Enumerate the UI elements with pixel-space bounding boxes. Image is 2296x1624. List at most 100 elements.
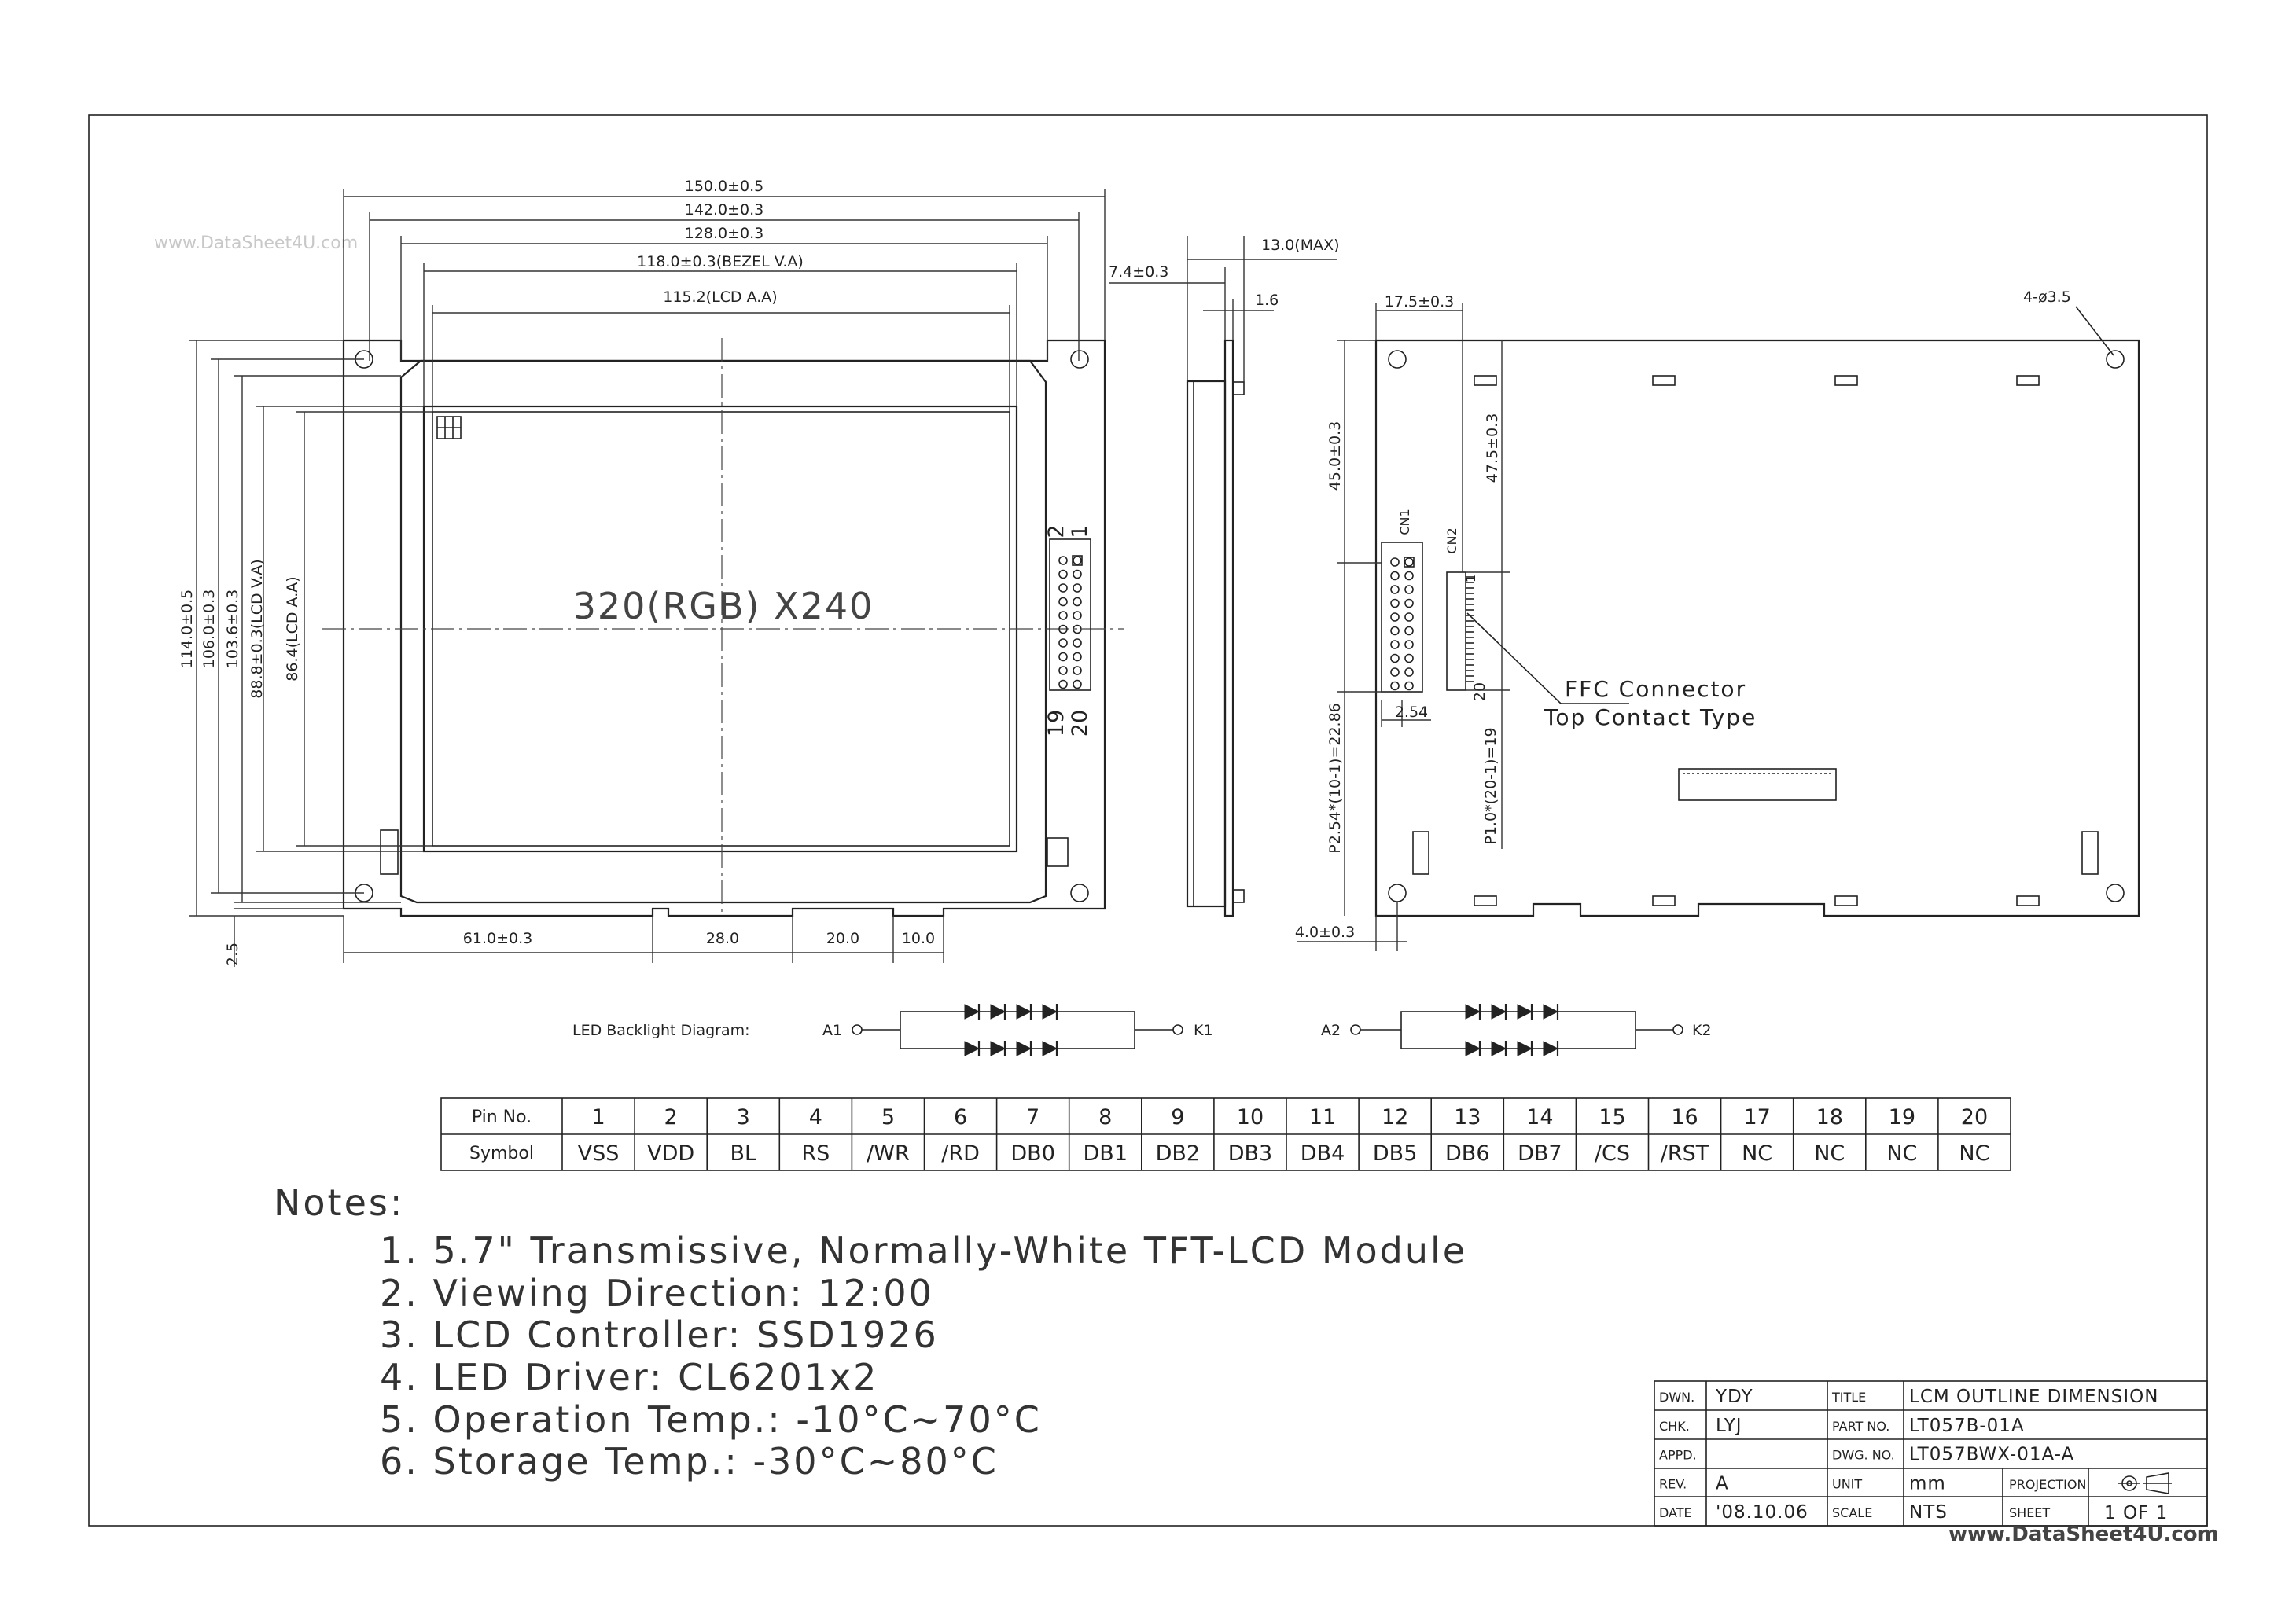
front-pin-square [1072,555,1083,566]
pin-symbol: /RST [1661,1141,1709,1166]
dim-10: 10.0 [902,930,935,947]
pin-symbol: /WR [867,1141,910,1166]
cn1-pin [1404,557,1414,567]
dim-128: 128.0±0.3 [685,225,764,242]
pin-symbol: RS [801,1141,830,1166]
title-block-grid [1654,1381,2207,1526]
dim-47-5: 47.5±0.3 [1484,413,1501,483]
led-diode [964,1041,981,1056]
sheet-value: 1 OF 1 [2104,1503,2168,1523]
cn1-pin [1404,640,1414,649]
led-k1: K1 [1194,1022,1213,1039]
dim-20: 20.0 [826,930,859,947]
tb-key-left: APPD. [1659,1448,1697,1463]
conn-pin-1: 1 [1068,524,1092,538]
led-diode [1491,1041,1507,1056]
dim-p1-0: P1.0*(20-1)=19 [1482,727,1499,844]
cn1-pin [1404,681,1414,691]
cn1-pin [1404,585,1414,594]
pin-symbol: /RD [941,1141,980,1166]
led-diode [964,1004,981,1020]
pin-number: 11 [1309,1105,1336,1130]
front-pin [1058,666,1068,675]
back-hole-bl [1388,884,1407,902]
cn2-connector [1446,571,1466,691]
pin-symbol: BL [730,1141,756,1166]
front-pin [1058,556,1068,565]
pin-number: 2 [664,1105,678,1130]
cn1-pin [1390,612,1400,622]
pin-number: 10 [1237,1105,1264,1130]
front-pin [1073,597,1082,607]
pin-header-label: Pin No. [472,1108,532,1127]
conn-pin-20: 20 [1068,710,1092,737]
tb-value-left: '08.10.06 [1716,1502,1808,1523]
pin-number: 19 [1889,1105,1915,1130]
cn2-pin-20: 20 [1471,682,1488,701]
led-diode [1543,1004,1559,1020]
dim-2-54: 2.54 [1395,704,1428,721]
front-pin [1073,569,1082,579]
note-3: 3. LCD Controller: SSD1926 [380,1314,939,1356]
pin-symbol: DB3 [1228,1141,1273,1166]
pin-number: 15 [1599,1105,1625,1130]
watermark-bottom: www.DataSheet4U.com [1948,1523,2219,1546]
tb-value-left: YDY [1715,1387,1753,1407]
ffc-label-1: FFC Connector [1565,676,1746,702]
note-6: 6. Storage Temp.: -30°C~80°C [380,1440,999,1483]
conn-pin-19: 19 [1044,710,1069,737]
dim-45: 45.0±0.3 [1326,421,1344,491]
tb-key-left: REV. [1659,1476,1687,1491]
cn2-pin-1: 1 [1463,575,1478,582]
front-dims-left [189,340,432,967]
cn1-pin [1390,667,1400,677]
tb-key-right: UNIT [1832,1476,1862,1491]
drawing-frame [88,114,2208,1527]
pin-table: Pin No. Symbol 1VSS2VDD3BL4RS5/WR6/RD7DB… [440,1097,2011,1171]
back-dims [1297,303,1510,951]
dim-13max: 13.0(MAX) [1261,237,1340,254]
back-pcb-outline [1374,339,2140,917]
pin-symbol: DB6 [1445,1141,1490,1166]
cn1-pin [1404,653,1414,663]
front-connector [1049,538,1091,691]
cn1-pin [1390,585,1400,594]
holes-leader [2075,306,2114,356]
front-tab-left [380,829,399,875]
led-k2: K2 [1692,1022,1712,1039]
front-pcb-outline [342,339,1106,917]
conn-pin-2: 2 [1044,524,1069,538]
pin-symbol: DB0 [1010,1141,1055,1166]
back-view: CN1 CN2 1 20 FFC Connector Top Contact T… [1295,288,2140,951]
pin-symbol: DB4 [1301,1141,1345,1166]
pin-symbol: NC [1886,1141,1917,1166]
cn2-pins [1466,576,1474,682]
back-rect-right [2081,831,2099,875]
front-pin [1058,652,1068,662]
cn1-pin [1390,571,1400,581]
dim-61: 61.0±0.3 [463,930,532,947]
led-left-diodes [964,1004,1058,1056]
dim-103: 103.6±0.3 [224,590,241,669]
led-a2: A2 [1321,1022,1341,1039]
front-pin [1058,583,1068,593]
led-diode [1543,1041,1559,1056]
side-dims [1109,236,1337,382]
dim-7-4: 7.4±0.3 [1109,263,1168,281]
cn1-label: CN1 [1397,509,1412,535]
front-pin [1058,679,1068,689]
back-hole-tl [1388,350,1407,369]
symbol-header-label: Symbol [469,1144,534,1163]
pin-symbol: DB1 [1084,1141,1128,1166]
led-diode [990,1004,1006,1020]
front-pin [1073,624,1082,634]
front-pin [1058,597,1068,607]
pin-number: 5 [881,1105,895,1130]
dim-86: 86.4(LCD A.A) [284,576,301,681]
pin-symbol: NC [1742,1141,1772,1166]
pin-symbol: DB7 [1518,1141,1562,1166]
led-diode [1491,1004,1507,1020]
side-view: 13.0(MAX) 7.4±0.3 1.6 [1109,236,1340,917]
front-pin [1073,652,1082,662]
cn1-pin [1390,653,1400,663]
